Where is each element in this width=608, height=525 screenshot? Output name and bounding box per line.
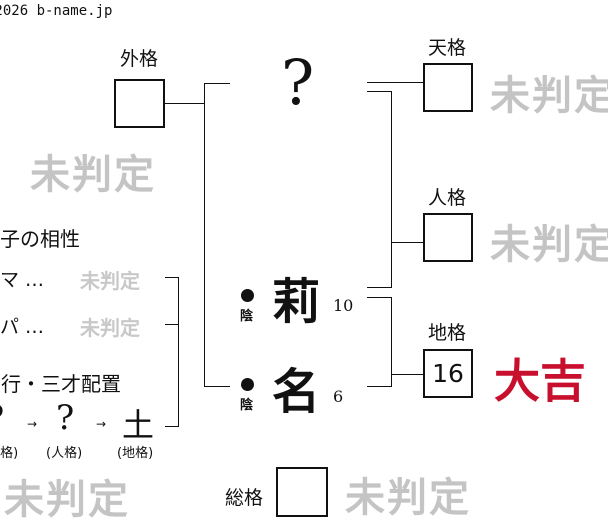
stroke-count-given2: 6 (333, 387, 344, 406)
tenkaku-label: 天格 (428, 37, 467, 59)
line-jinkaku-top (367, 91, 392, 92)
surname-char: ? (281, 46, 315, 119)
jinkaku-label: 人格 (428, 187, 467, 209)
line-tenkaku (367, 82, 423, 83)
stroke-count-given1: 10 (333, 296, 354, 315)
line-left-top (204, 83, 230, 84)
sansai-arrow-1: → (27, 417, 38, 431)
copyright-text: ©2026 b-name.jp (0, 3, 113, 19)
line-left-bottom (204, 386, 230, 387)
compat-mama-label: ママ … (0, 269, 45, 291)
compat-papa-verdict: 未判定 (80, 316, 140, 340)
line-compat-vertical (178, 277, 179, 426)
jinkaku-verdict: 未判定 (490, 221, 608, 268)
sansai-element-chi: 土 (122, 406, 155, 444)
gaikaku-label: 外格 (120, 48, 159, 70)
sansai-caption-jin: (人格) (46, 446, 83, 461)
gaikaku-box (114, 79, 165, 128)
line-chikaku-stub (391, 374, 423, 375)
given-char-2: 名 (272, 364, 321, 420)
line-chikaku-vertical (391, 297, 392, 387)
given-char-1: 莉 (272, 274, 321, 330)
line-left-vertical (204, 83, 205, 386)
tenkaku-box (423, 63, 473, 112)
compat-title: 親子の相性 (0, 227, 80, 251)
sansai-element-jin: ? (56, 398, 75, 438)
line-compat-papa (165, 324, 179, 325)
yinyang-given1: 陰 (240, 309, 254, 324)
soukaku-box (276, 467, 328, 517)
sansai-caption-chi: (地格) (117, 446, 154, 461)
compat-mama-verdict: 未判定 (80, 269, 140, 293)
sansai-arrow-2: → (96, 417, 107, 431)
line-sansai (165, 426, 179, 427)
chikaku-verdict: 大吉 (494, 354, 586, 408)
soukaku-verdict: 未判定 (345, 474, 471, 521)
chikaku-value: 16 (432, 359, 464, 388)
sansai-element-ten: ? (0, 398, 4, 438)
chikaku-box: 16 (423, 349, 473, 398)
line-compat-mama (165, 277, 179, 278)
yin-dot-2 (241, 378, 254, 391)
yinyang-given2: 陰 (240, 398, 254, 413)
jinkaku-box (423, 213, 473, 262)
chikaku-label: 地格 (428, 322, 467, 344)
tenkaku-verdict: 未判定 (490, 72, 608, 119)
line-jinkaku-bottom (367, 287, 392, 288)
gaikaku-verdict: 未判定 (30, 151, 156, 198)
line-chikaku-bottom (367, 386, 392, 387)
sansai-title: 五行・三才配置 (0, 372, 121, 396)
line-gaikaku-stub (165, 103, 205, 104)
line-jinkaku-stub (391, 242, 423, 243)
bottom-verdict: 未判定 (4, 476, 130, 523)
compat-papa-label: パパ … (0, 316, 45, 338)
line-jinkaku-vertical (391, 91, 392, 287)
soukaku-label: 総格 (225, 487, 264, 509)
line-chikaku-top (367, 297, 392, 298)
sansai-caption-ten: (天格) (0, 446, 19, 461)
yin-dot-1 (241, 289, 254, 302)
